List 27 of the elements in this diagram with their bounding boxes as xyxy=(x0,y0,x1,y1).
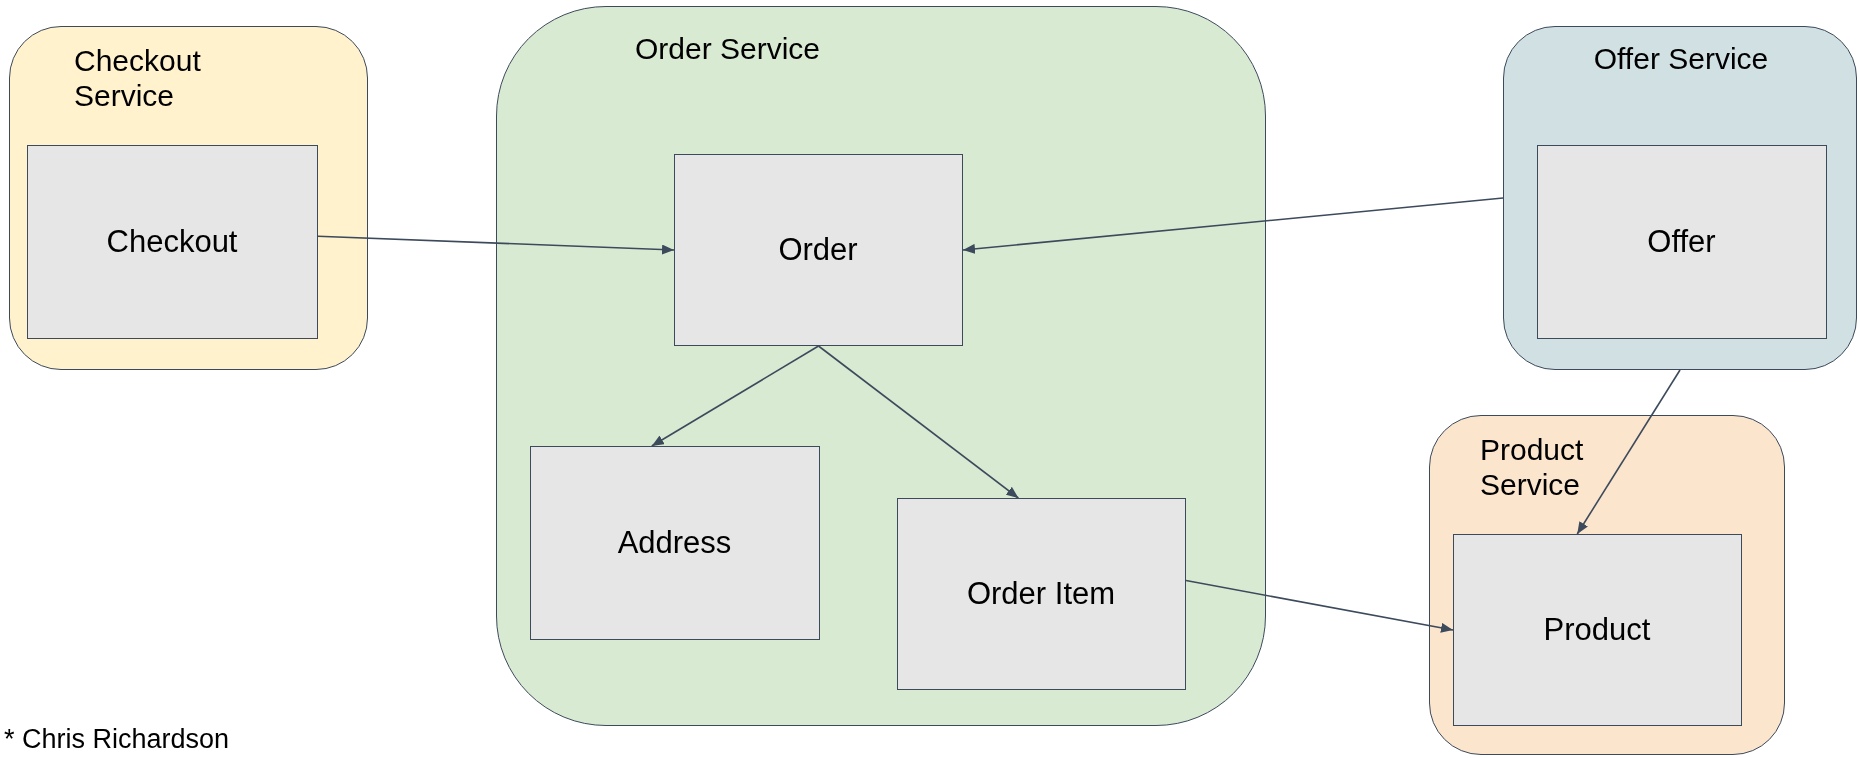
box-label: Order Item xyxy=(966,575,1116,612)
arrow xyxy=(1576,369,1681,535)
arrow xyxy=(817,345,1020,499)
service-container xyxy=(496,6,1266,726)
box-label: Product xyxy=(1543,611,1651,648)
container-title: Order Service xyxy=(635,31,822,66)
entity-box xyxy=(1536,144,1827,339)
arrow xyxy=(651,345,820,447)
entity-box xyxy=(26,144,318,339)
box-label: Offer xyxy=(1647,223,1716,260)
entity-box xyxy=(896,497,1186,690)
entity-box xyxy=(529,445,820,640)
service-container xyxy=(9,26,368,370)
box-label: Address xyxy=(617,524,732,561)
container-title: Offer Service xyxy=(1592,41,1770,76)
service-container xyxy=(1503,26,1857,370)
entity-box xyxy=(1452,533,1742,726)
container-title: Checkout Service xyxy=(74,43,202,113)
credit-note: * Chris Richardson xyxy=(4,724,230,755)
entity-box xyxy=(673,153,963,346)
arrow xyxy=(317,235,675,255)
arrow xyxy=(962,197,1504,254)
box-label: Order xyxy=(778,231,858,268)
box-label: Checkout xyxy=(106,223,238,260)
service-container xyxy=(1429,415,1785,755)
arrow xyxy=(1185,579,1454,633)
container-title: Product Service xyxy=(1480,432,1585,502)
